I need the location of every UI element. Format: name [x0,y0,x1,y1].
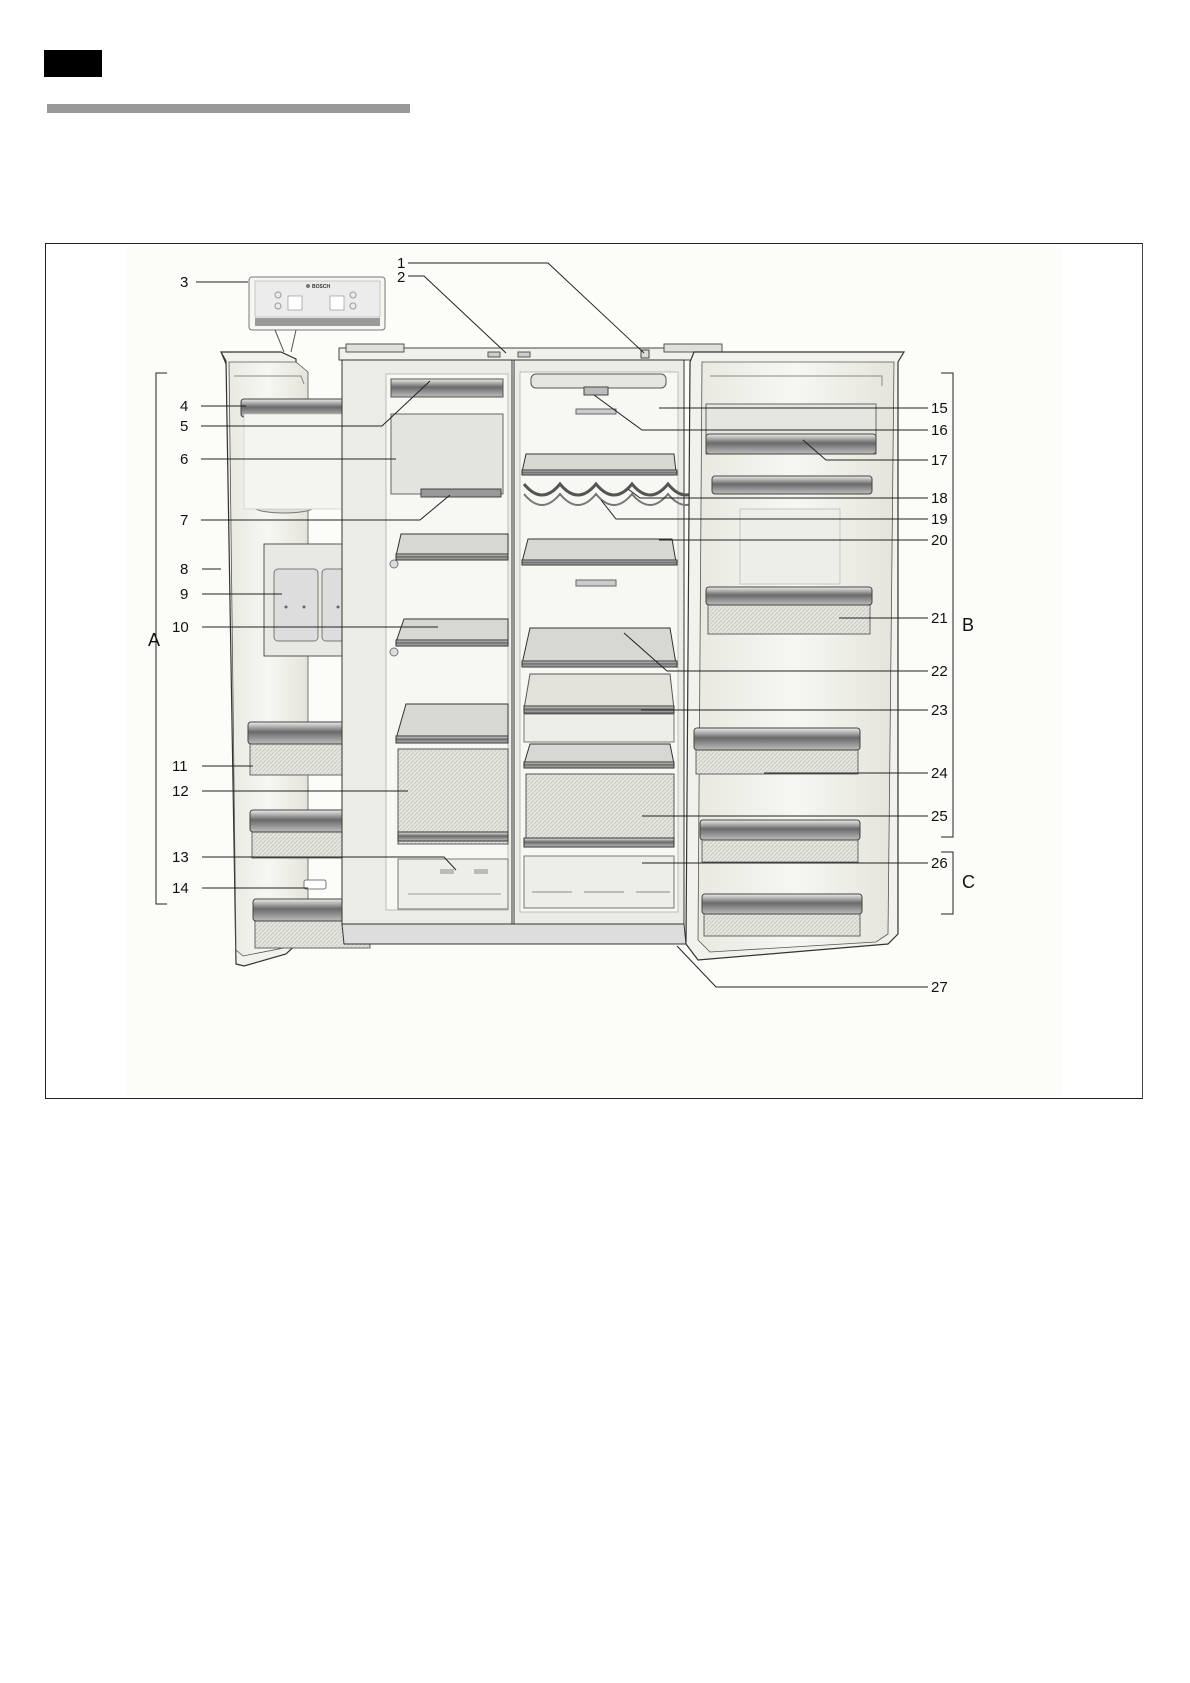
fridge-door [685,351,906,961]
callout-15: 15 [931,400,948,417]
callout-22: 22 [931,663,948,680]
callout-6: 6 [180,451,188,468]
header-rule [47,104,410,113]
callout-24: 24 [931,765,948,782]
callout-2: 2 [397,269,405,286]
callout-21: 21 [931,610,948,627]
callout-9: 9 [180,586,188,603]
callout-10: 10 [172,619,189,636]
callout-27: 27 [931,979,948,996]
callout-1: 1 [397,255,405,272]
cabinet-top [338,343,723,361]
callout-14: 14 [172,880,189,897]
callout-25: 25 [931,808,948,825]
callout-12: 12 [172,783,189,800]
callout-labels: 1 2 3 4 5 6 7 8 9 10 11 12 13 14 15 16 1… [148,255,975,996]
section-label-a: A [148,630,160,650]
callout-18: 18 [931,490,948,507]
section-brackets [155,372,954,915]
page-tab-marker [44,50,102,77]
fridge-diagram: BOSCH [126,246,1062,1096]
callout-11: 11 [172,758,188,775]
control-panel-inset: BOSCH [248,276,386,353]
callout-5: 5 [180,418,188,435]
section-label-c: C [962,872,975,892]
callout-13: 13 [172,849,189,866]
freezer-compartment [341,359,513,925]
cabinet-base [341,923,687,945]
callout-8: 8 [180,561,188,578]
appliance-figure: BOSCH [45,243,1143,1099]
section-label-b: B [962,615,974,635]
callout-4: 4 [180,398,188,415]
callout-23: 23 [931,702,948,719]
callout-16: 16 [931,422,948,439]
callout-26: 26 [931,855,948,872]
brand-logo-text: BOSCH [312,284,330,290]
fridge-compartment [513,359,706,925]
leader-lines [196,262,928,988]
callout-19: 19 [931,511,948,528]
callout-20: 20 [931,532,948,549]
callout-3: 3 [180,274,188,291]
callout-17: 17 [931,452,948,469]
callout-7: 7 [180,512,188,529]
